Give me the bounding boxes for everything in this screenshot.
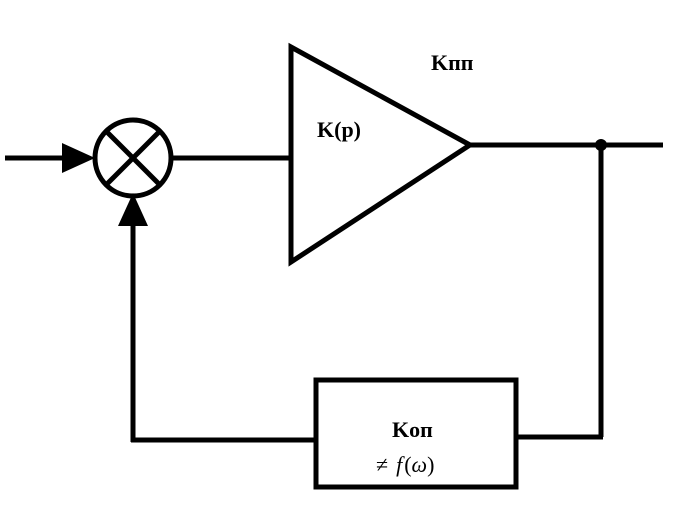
func-arg: ω: [412, 452, 428, 477]
func-close-paren: ): [427, 452, 434, 477]
amplifier-label: K(p): [317, 117, 361, 142]
forward-gain-label: Kпп: [431, 50, 474, 75]
func-open-paren: (: [404, 452, 411, 477]
feedback-block: [313, 377, 519, 490]
func-name: f: [396, 452, 405, 477]
feedback-block-formula: ≠ f(ω): [376, 452, 434, 477]
feedback-arrowhead: [118, 193, 148, 226]
summing-junction: [92, 117, 174, 199]
input-arrowhead: [62, 143, 95, 173]
neq-symbol: ≠: [376, 452, 388, 477]
feedback-block-title: Kоп: [392, 417, 433, 442]
amplifier-triangle: [288, 42, 475, 267]
